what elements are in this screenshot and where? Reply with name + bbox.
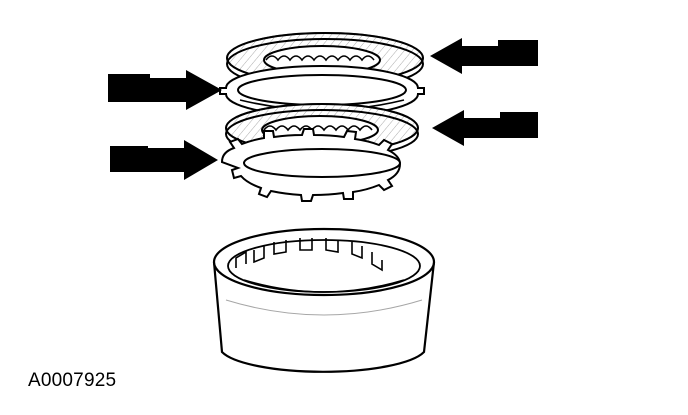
figure-id-label: A0007925 [28,370,117,391]
arrow-icon [430,38,538,74]
arrow-icon [432,110,538,146]
drum-splines [235,238,405,293]
arrow-icon [110,140,218,180]
arrows [108,38,538,180]
clutch-drum [212,227,436,373]
arrow-icon [108,70,222,110]
steel-plate-bottom [220,128,402,202]
